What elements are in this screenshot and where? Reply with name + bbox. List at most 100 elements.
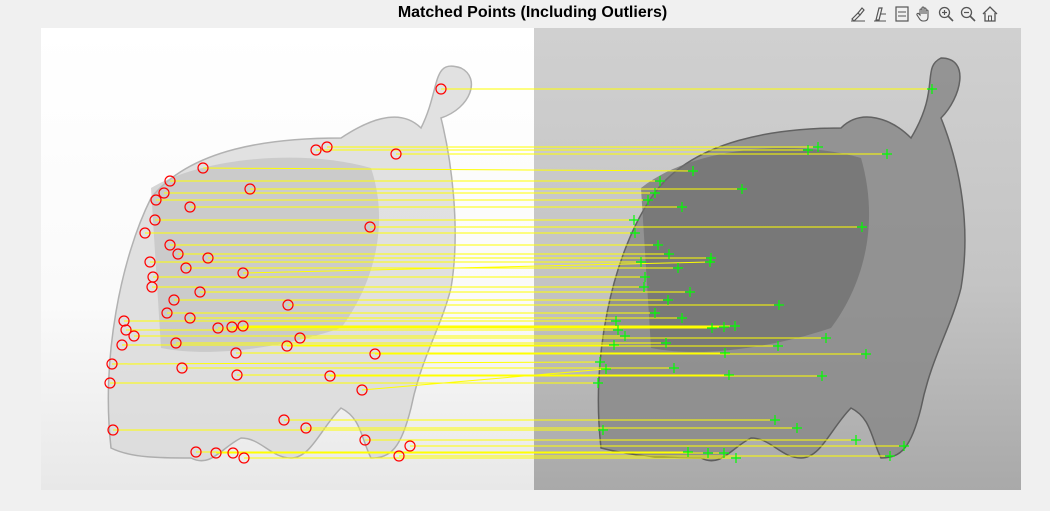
left-match-point [170, 337, 182, 349]
right-match-point [629, 215, 639, 225]
left-match-point [244, 183, 256, 195]
image-axes[interactable] [41, 28, 1021, 490]
match-overlay [104, 57, 966, 464]
left-match-point [282, 299, 294, 311]
left-match-point [184, 312, 196, 324]
right-match-point [611, 316, 621, 326]
right-match-point [677, 313, 687, 323]
home-button[interactable] [980, 4, 1000, 24]
left-match-point [161, 307, 173, 319]
right-match-point [661, 338, 671, 348]
right-match-point [650, 188, 660, 198]
zoom-out-button[interactable] [958, 4, 978, 24]
right-match-point [593, 378, 603, 388]
restore-view-icon [895, 6, 909, 22]
left-match-point [226, 321, 238, 333]
right-match-point [730, 321, 740, 331]
data-cursor-icon [874, 7, 886, 22]
right-match-point [821, 333, 831, 343]
brush-button[interactable] [848, 4, 868, 24]
left-match-point [227, 447, 239, 459]
right-match-point [774, 300, 784, 310]
left-match-point [146, 281, 158, 293]
right-match-point [630, 228, 640, 238]
axes-toolbar [848, 3, 1000, 25]
left-match-point [238, 452, 250, 464]
figure-title: Matched Points (Including Outliers) [397, 4, 668, 21]
left-elephant-silhouette [107, 65, 472, 462]
right-match-point [707, 323, 717, 333]
right-match-point [653, 240, 663, 250]
left-match-point [168, 294, 180, 306]
left-match-point [104, 377, 116, 389]
left-match-point [364, 221, 376, 233]
right-match-point [927, 84, 937, 94]
left-match-point [356, 384, 368, 396]
right-match-point [861, 349, 871, 359]
right-match-point [720, 348, 730, 358]
left-match-point [278, 414, 290, 426]
left-match-point [106, 358, 118, 370]
left-match-point [164, 175, 176, 187]
right-match-point [636, 257, 646, 267]
right-match-point [899, 441, 909, 451]
left-match-point [107, 424, 119, 436]
right-match-point [620, 331, 630, 341]
right-match-point [663, 295, 673, 305]
left-match-point [237, 320, 249, 332]
right-match-point [601, 364, 611, 374]
right-match-point [685, 287, 695, 297]
right-match-point [677, 202, 687, 212]
left-markers [104, 83, 447, 464]
left-match-point [144, 256, 156, 268]
right-match-point [683, 447, 693, 457]
left-match-point [176, 362, 188, 374]
right-match-point [706, 253, 716, 263]
left-match-point [149, 214, 161, 226]
right-match-point [724, 370, 734, 380]
left-match-point [359, 434, 371, 446]
left-match-point [390, 148, 402, 160]
match-lines [110, 88, 932, 459]
right-match-point [882, 149, 892, 159]
match-line [242, 261, 711, 274]
left-match-point [194, 286, 206, 298]
right-match-point [737, 184, 747, 194]
zoom-in-button[interactable] [936, 4, 956, 24]
pan-button[interactable] [914, 4, 934, 24]
right-match-point [688, 166, 698, 176]
left-match-point [212, 322, 224, 334]
match-line [202, 167, 694, 172]
right-match-point [595, 357, 605, 367]
left-match-point [321, 141, 333, 153]
right-match-point [640, 272, 650, 282]
left-match-point [202, 252, 214, 264]
right-match-point [813, 142, 823, 152]
left-match-point [197, 162, 209, 174]
left-match-point [404, 440, 416, 452]
left-match-point [310, 144, 322, 156]
left-match-point [281, 340, 293, 352]
data-cursor-button[interactable] [870, 4, 890, 24]
left-match-point [184, 201, 196, 213]
left-match-point [164, 239, 176, 251]
zoom-out-icon [960, 6, 976, 22]
left-match-point [150, 194, 162, 206]
left-match-point [139, 227, 151, 239]
restore-view-button[interactable] [892, 4, 912, 24]
pan-icon [916, 6, 929, 22]
left-match-point [158, 187, 170, 199]
left-match-point [210, 447, 222, 459]
left-match-point [180, 262, 192, 274]
left-match-point [393, 450, 405, 462]
left-match-point [190, 446, 202, 458]
right-match-point [792, 423, 802, 433]
right-match-point [673, 263, 683, 273]
match-line [361, 368, 607, 391]
right-match-point [598, 425, 608, 435]
right-match-point [719, 322, 729, 332]
left-match-point [300, 422, 312, 434]
right-match-point [719, 448, 729, 458]
left-match-point [172, 248, 184, 260]
right-match-point [731, 453, 741, 463]
